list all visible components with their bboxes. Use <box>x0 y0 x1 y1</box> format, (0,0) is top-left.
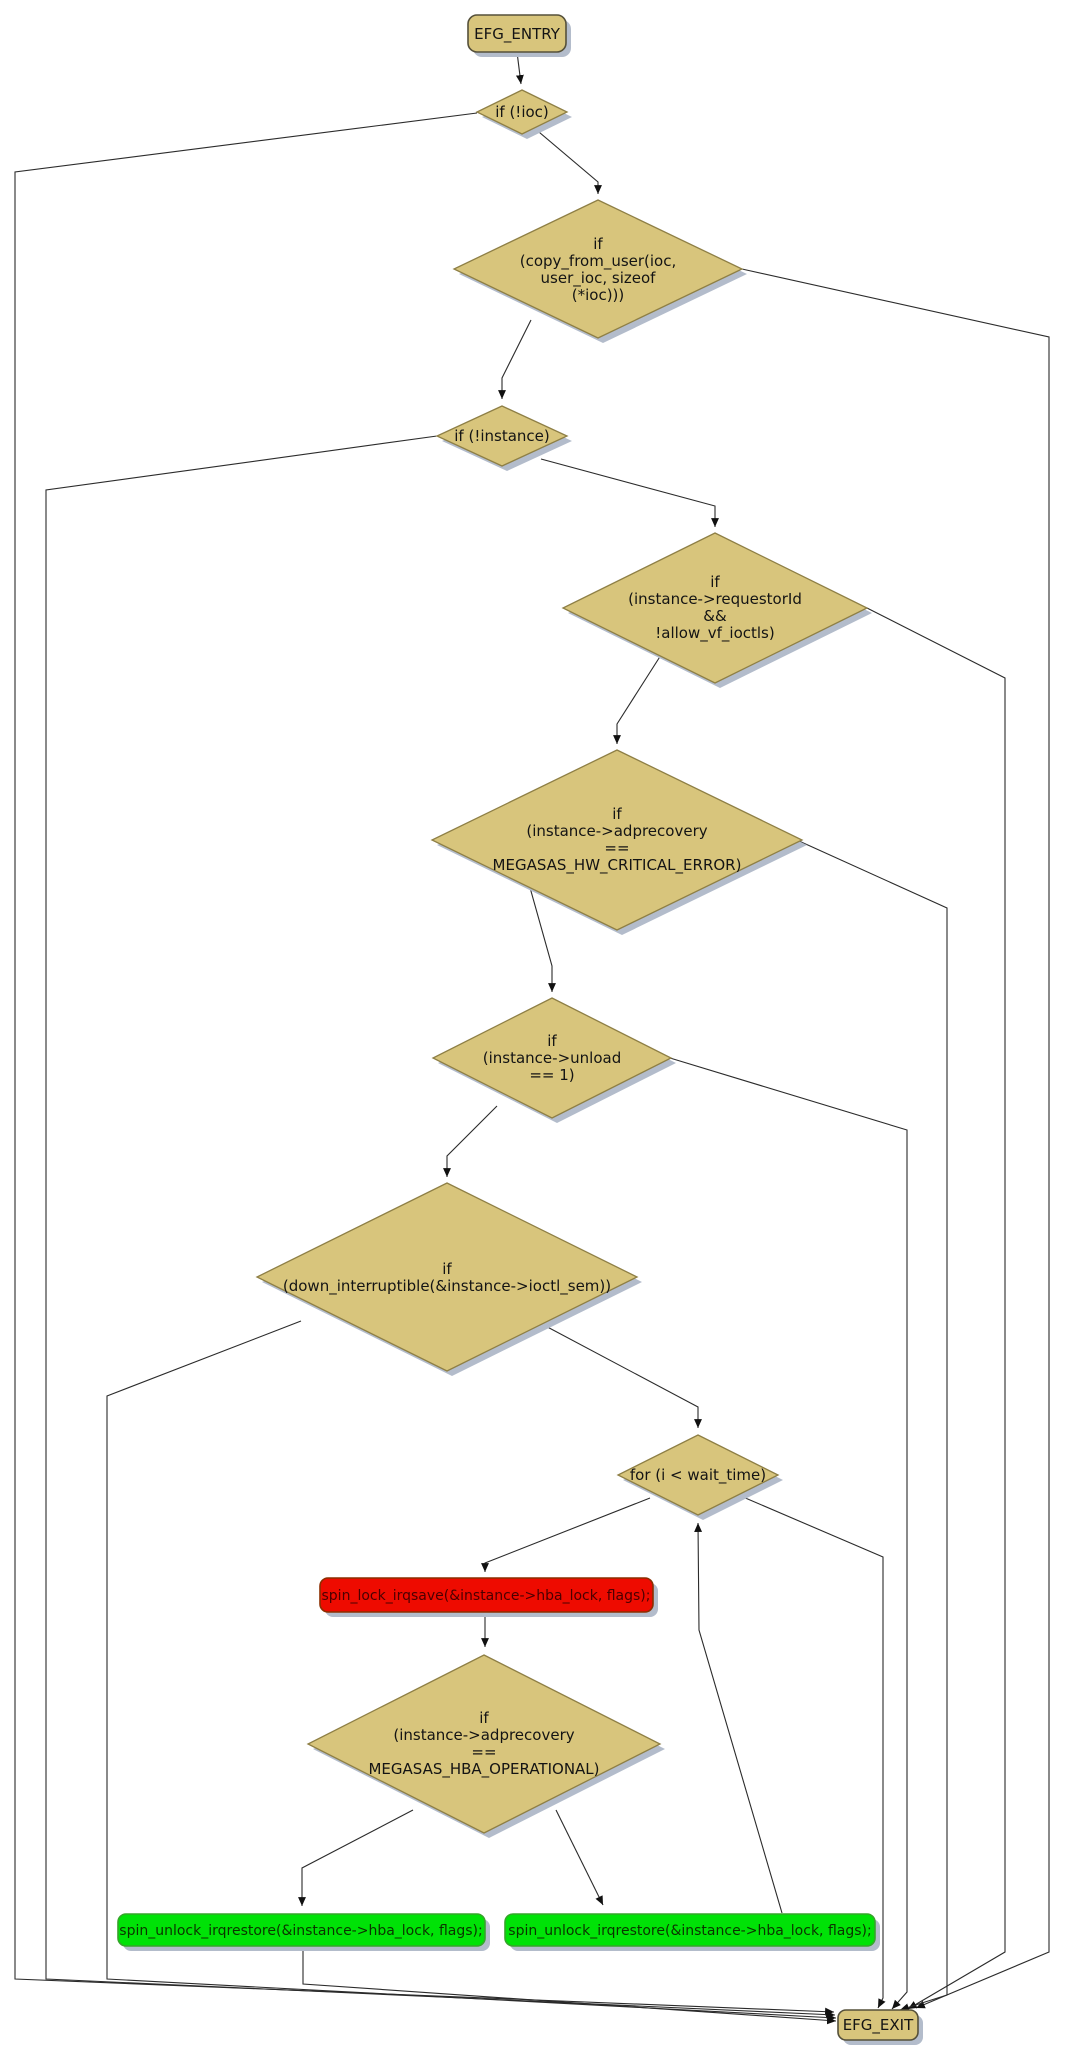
svg-text:(instance->unload: (instance->unload <box>483 1049 621 1067</box>
svg-text:if: if <box>593 235 603 253</box>
spin-unlock-left-shape <box>117 1913 486 1947</box>
svg-text:(*ioc))): (*ioc))) <box>572 286 625 304</box>
node-hba-operational: if (instance->adprecovery == MEGASAS_HBA… <box>306 1654 665 1838</box>
node-for-loop: for (i < wait_time) <box>616 1434 783 1520</box>
node-requestor: if (instance->requestorId && !allow_vf_i… <box>561 532 872 688</box>
edge-hw-critical-to-unload <box>528 883 556 992</box>
edge-down-interruptible-to-exit <box>106 1320 837 2022</box>
hw-critical-shape <box>430 749 804 931</box>
edge-if-ioc-to-copy-from-user <box>532 126 602 194</box>
edge-hba-operational-to-unlock-left <box>298 1809 414 1906</box>
node-if-ioc: if (!ioc) <box>475 89 572 139</box>
spin-unlock-left-label: spin_unlock_irqrestore(&instance->hba_lo… <box>119 1923 482 1939</box>
edge-copy-from-user-to-if-instance <box>498 319 532 399</box>
edge-down-interruptible-to-for-loop <box>537 1321 702 1428</box>
edges <box>14 51 1050 2025</box>
edge-for-loop-to-exit <box>735 1493 886 2009</box>
edge-if-instance-to-requestor <box>540 458 719 527</box>
if-instance-label: if (!instance) <box>454 427 549 445</box>
svg-text:if: if <box>710 573 720 591</box>
spin-lock-shape <box>319 1577 654 1613</box>
svg-text:if: if <box>442 1260 452 1278</box>
edge-for-loop-to-spin-lock <box>481 1497 651 1572</box>
for-loop-label: for (i < wait_time) <box>630 1466 766 1485</box>
svg-text:== 1): == 1) <box>529 1066 574 1084</box>
if-instance-shape <box>435 405 569 467</box>
efg-exit-shape <box>837 2009 919 2041</box>
spin-lock-label: spin_lock_irqsave(&instance->hba_lock, f… <box>322 1588 651 1604</box>
hba-operational-shape <box>306 1654 662 1834</box>
svg-text:(down_interruptible(&instance-: (down_interruptible(&instance->ioctl_sem… <box>283 1277 611 1296</box>
node-unload: if (instance->unload == 1) <box>431 997 676 1123</box>
node-copy-from-user: if (copy_from_user(ioc, user_ioc, sizeof… <box>452 199 747 343</box>
spin-unlock-right-label: spin_unlock_irqrestore(&instance->hba_lo… <box>508 1923 871 1939</box>
spin-unlock-right-shape <box>504 1913 876 1947</box>
edge-copy-from-user-to-exit <box>741 268 1050 2009</box>
svg-text:(instance->requestorId: (instance->requestorId <box>628 590 802 608</box>
edge-unlock-right-to-for-loop <box>694 1522 783 1914</box>
node-if-instance: if (!instance) <box>435 405 572 471</box>
edge-entry-to-if-ioc <box>515 51 524 85</box>
svg-text:user_ioc, sizeof: user_ioc, sizeof <box>541 269 657 288</box>
unload-shape <box>431 997 673 1119</box>
node-spin-lock: spin_lock_irqsave(&instance->hba_lock, f… <box>319 1577 658 1617</box>
node-efg-exit: EFG_EXIT <box>837 2009 923 2045</box>
svg-text:if: if <box>479 1709 489 1727</box>
edge-unload-to-exit <box>669 1057 908 2010</box>
node-down-interruptible: if (down_interruptible(&instance->ioctl_… <box>255 1182 642 1376</box>
efg-entry-label: EFG_ENTRY <box>474 25 561 44</box>
node-spin-unlock-left: spin_unlock_irqrestore(&instance->hba_lo… <box>117 1913 490 1951</box>
svg-text:(instance->adprecovery: (instance->adprecovery <box>393 1726 574 1744</box>
requestor-shape <box>561 532 869 684</box>
node-hw-critical: if (instance->adprecovery == MEGASAS_HW_… <box>430 749 807 935</box>
svg-text:(instance->adprecovery: (instance->adprecovery <box>526 822 707 840</box>
edge-requestor-to-hw-critical <box>613 654 662 744</box>
efg-exit-label: EFG_EXIT <box>843 2016 914 2035</box>
svg-text:==: == <box>604 839 629 857</box>
if-ioc-shape <box>475 89 569 135</box>
edge-unload-to-down-interruptible <box>443 1105 498 1177</box>
svg-text:!allow_vf_ioctls): !allow_vf_ioctls) <box>655 624 774 643</box>
svg-text:MEGASAS_HW_CRITICAL_ERROR): MEGASAS_HW_CRITICAL_ERROR) <box>493 856 742 875</box>
node-spin-unlock-right: spin_unlock_irqrestore(&instance->hba_lo… <box>504 1913 880 1951</box>
svg-text:if: if <box>547 1032 557 1050</box>
edge-unlock-left-to-exit <box>302 1946 837 2025</box>
edge-requestor-to-exit <box>866 607 1006 2010</box>
svg-text:(copy_from_user(ioc,: (copy_from_user(ioc, <box>520 252 677 271</box>
edge-hba-operational-to-unlock-right <box>555 1809 604 1906</box>
svg-text:&&: && <box>703 607 727 625</box>
if-ioc-label: if (!ioc) <box>495 103 549 121</box>
down-interruptible-shape <box>255 1182 639 1372</box>
svg-text:==: == <box>471 1743 496 1761</box>
node-efg-entry: EFG_ENTRY <box>467 14 571 57</box>
svg-text:if: if <box>612 805 622 823</box>
svg-text:MEGASAS_HBA_OPERATIONAL): MEGASAS_HBA_OPERATIONAL) <box>368 1760 599 1779</box>
for-loop-shape <box>616 1434 780 1516</box>
efg-entry-shape <box>467 14 567 53</box>
edge-hw-critical-to-exit <box>798 840 948 2012</box>
copy-from-user-shape <box>452 199 744 339</box>
